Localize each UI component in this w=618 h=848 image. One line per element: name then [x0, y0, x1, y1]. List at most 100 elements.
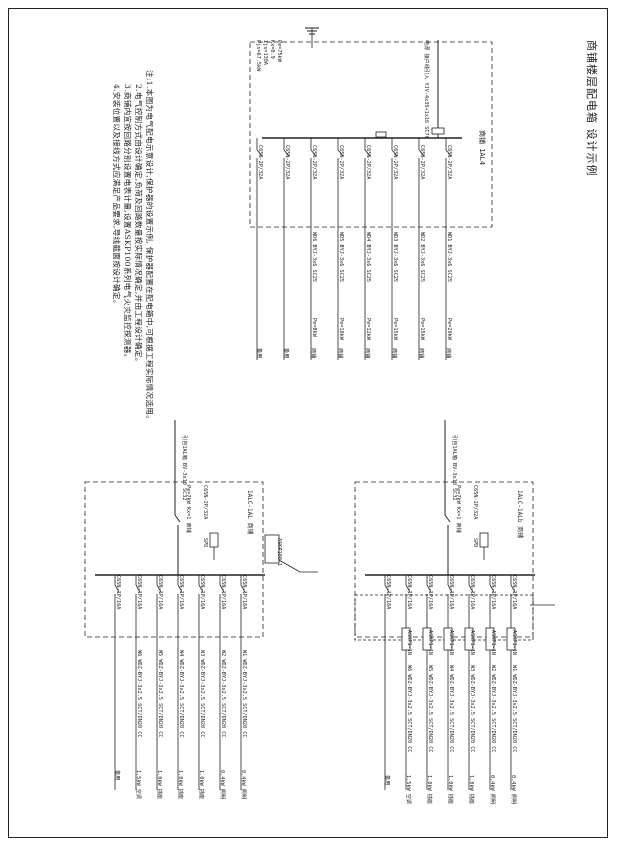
top-circuit-load: Pe=10kW: [338, 318, 344, 340]
top-breaker-contact: [364, 149, 371, 157]
right-breaker-contact: [489, 584, 495, 593]
right-circuit-breaker: C65N-1P/16A: [511, 575, 517, 610]
left-meter-label: ASKP100-1: [276, 538, 282, 567]
left-spd-box: [209, 532, 219, 548]
left-incoming-cable: 引自1AL箱 BV-3x10 SC32: [181, 435, 187, 501]
left-circuit-cable: W5 WDZ-BYJ-3x2.5 SCT/DN20 CC: [157, 650, 163, 738]
top-circuit-cable: WD1 BYJ-3x6 SC25: [446, 232, 452, 282]
left-circuit-load: 0.4kW 照明: [219, 770, 225, 800]
left-circuit-load: 1.0kW 插座: [198, 770, 204, 800]
left-circuit-cable: W3 WDZ-BYJ-3x2.5 SCT/DN20 CC: [199, 650, 205, 738]
top-circuit-breaker: C65N-2P/32A: [365, 145, 371, 180]
top-circuit-load: Pe=8kW: [311, 318, 317, 337]
right-breaker-contact: [405, 584, 411, 593]
right-breaker-contact: [510, 584, 516, 593]
right-main-breaker: C65N-2P/32A: [472, 485, 478, 520]
right-breaker-contact: [426, 584, 432, 593]
right-circuit-cable: W5 WDZ-BYJ-3x2.5 SCT/DN20 CC: [427, 665, 433, 753]
top-breaker-contact: [256, 149, 263, 157]
left-breaker-contact: [135, 584, 141, 593]
left-circuit-cable: W1 WDZ-BYJ-3x2.5 SCT/DN20 CC: [241, 650, 247, 738]
right-circuit-breaker: C65N-1P/16A: [490, 575, 496, 610]
top-circuit-cable: WD2 BYJ-3x6 SC25: [419, 232, 425, 282]
right-circuit-load: 0.4kW 照明: [510, 775, 516, 805]
left-panel-enclosure: [84, 481, 264, 638]
top-circuit-use: 备用: [283, 348, 289, 359]
right-rcd-module: [401, 627, 411, 651]
top-circuit-breaker: C65N-2P/32A: [392, 145, 398, 180]
right-incoming-cable: 引自1AL箱 BV-3x10 SC32: [451, 435, 457, 501]
right-breaker-contact: [468, 584, 474, 593]
left-circuit-breaker: C65N-1P/16A: [178, 575, 184, 610]
drawing-frame: [8, 8, 608, 838]
right-circuit-rcd: ASKP1-1N: [427, 630, 433, 655]
right-spd-label: SPD: [472, 538, 478, 548]
right-breaker-contact: [447, 584, 453, 593]
right-circuit-breaker: C65N-1P/16A: [427, 575, 433, 610]
right-circuit-breaker: C65N-1P/16A: [469, 575, 475, 610]
right-circuit-rcd: ASKP1-1N: [448, 630, 454, 655]
note-4: 4.安装位置以及接线方式应满足产品要求,导线截面按设计确定。: [112, 84, 121, 308]
drawing-title: 商铺楼层配电箱 设计示例: [585, 40, 598, 177]
top-breaker-contact: [337, 149, 344, 157]
right-rcd-module: [422, 627, 432, 651]
top-panel-enclosure: [249, 41, 493, 228]
top-circuit-breaker: C65N-2P/32A: [284, 145, 290, 180]
right-circuit-rcd: ASKP1-1N: [406, 630, 412, 655]
right-circuit-load: 1.0kW 插座: [426, 775, 432, 805]
top-circuit-use: 商铺: [310, 348, 316, 359]
top-circuit-use: 商铺: [418, 348, 424, 359]
top-circuit-use: 备用: [256, 348, 262, 359]
right-circuit-load: 1.5kW 空调: [405, 775, 411, 805]
top-main-breaker-box: [431, 127, 445, 135]
top-circuit-breaker: C65N-2P/32A: [311, 145, 317, 180]
top-circuit-breaker: C65N-2P/32A: [446, 145, 452, 180]
right-rcd-module: [464, 627, 474, 651]
top-circuit-cable: WD6 BYJ-3x6 SC25: [311, 232, 317, 282]
right-circuit-load: 1.0kW 插座: [468, 775, 474, 805]
right-breaker-contact: [384, 584, 390, 593]
right-main-breaker-contact: [444, 514, 451, 523]
left-circuit-breaker: C65N-1P/16A: [199, 575, 205, 610]
left-circuit-load: 0.4kW 照明: [240, 770, 246, 800]
note-2: 2.电气控制方式由设计确定,负荷及回路数量按实际情况确定,并由工程设计确定。: [134, 84, 143, 366]
top-circuit-load: Pe=15kW: [392, 318, 398, 340]
right-circuit-cable: W2 WDZ-BYJ-3x2.5 SCT/DN20 CC: [490, 665, 496, 753]
right-panel-label: 1ALC-1ALb 商铺: [516, 490, 523, 539]
right-circuit-cable: W1 WDZ-BYJ-3x2.5 SCT/DN20 CC: [511, 665, 517, 753]
left-circuit-load: 备用: [114, 770, 120, 781]
left-main-breaker: C65N-2P/32A: [202, 485, 208, 520]
top-circuit-use: 商铺: [445, 348, 451, 359]
left-circuit-cable: W6 WDZ-BYJ-3x2.5 SCT/DN20 CC: [136, 650, 142, 738]
top-circuit-cable: WD4 BYJ-3x6 SC25: [365, 232, 371, 282]
left-breaker-contact: [177, 584, 183, 593]
left-spd-label: SPD: [202, 538, 208, 548]
left-breaker-contact: [198, 584, 204, 593]
left-circuit-breaker: C65N-1P/16A: [220, 575, 226, 610]
right-rcd-module: [443, 627, 453, 651]
right-panel-enclosure: [354, 481, 534, 638]
right-spd-box: [479, 532, 489, 548]
top-incoming-cable: 电源 接户线引入 YJV-4x35+1x16 SC70: [423, 40, 429, 139]
top-circuit-breaker: C65N-2P/32A: [419, 145, 425, 180]
left-circuit-load: 1.0kW 插座: [177, 770, 183, 800]
top-incoming-pjs: Pjs=67.5kW: [255, 40, 261, 72]
top-breaker-contact: [418, 149, 425, 157]
left-circuit-load: 1.5kW 空调: [135, 770, 141, 800]
top-circuit-use: 商铺: [391, 348, 397, 359]
right-circuit-breaker: C65N-1P/16A: [406, 575, 412, 610]
left-meter-box: [264, 534, 280, 564]
top-circuit-cable: WD5 BYJ-3x6 SC25: [338, 232, 344, 282]
left-breaker-contact: [240, 584, 246, 593]
right-circuit-load: 0.4kW 照明: [489, 775, 495, 805]
top-breaker-contact: [310, 149, 317, 157]
left-circuit-load: 1.0kW 插座: [156, 770, 162, 800]
top-circuit-load: Pe=15kW: [419, 318, 425, 340]
right-circuit-cable: W6 WDZ-BYJ-3x2.5 SCT/DN20 CC: [406, 665, 412, 753]
left-circuit-breaker: C65N-1P/16A: [115, 575, 121, 610]
top-incoming-ijs: Ijs=130A: [262, 40, 268, 65]
left-panel-label: 1ALC-1AL 商铺: [246, 490, 253, 535]
left-circuit-cable: W2 WDZ-BYJ-3x2.5 SCT/DN20 CC: [220, 650, 226, 738]
right-circuit-load: 备用: [384, 775, 390, 786]
right-circuit-load: 1.0kW 插座: [447, 775, 453, 805]
